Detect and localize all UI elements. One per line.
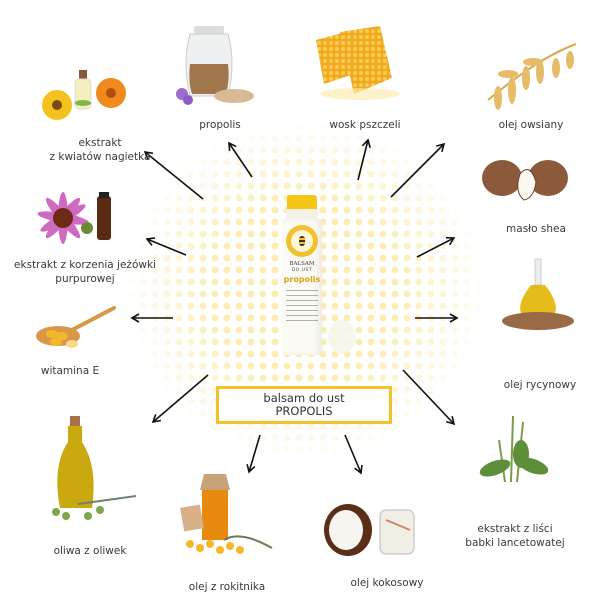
label-babka: ekstrakt z liści babki lancetowatej <box>465 523 565 549</box>
center-title-line1: balsam do ust <box>263 391 345 405</box>
arrow-shea <box>416 236 456 258</box>
label-nagietek: ekstrakt z kwiatów nagietka <box>49 137 151 163</box>
arrow-wosk <box>357 138 371 181</box>
oat-icon <box>487 43 577 110</box>
product-brand-line2: DO UST <box>291 268 313 273</box>
arrow-kokos <box>344 434 363 475</box>
propolis-jar-icon <box>176 26 254 105</box>
arrow-oliwa <box>151 374 209 424</box>
label-rokitnik: olej z rokitnika <box>188 581 266 593</box>
center-title-line2: PROPOLIS <box>275 404 333 418</box>
sea-buckthorn-icon <box>180 474 273 554</box>
balm-cap <box>328 320 356 354</box>
arrow-rokitnik <box>246 434 261 474</box>
plantain-icon <box>479 415 549 483</box>
arrow-jezowka <box>145 237 187 256</box>
center-title-box: balsam do ust PROPOLIS <box>216 386 392 424</box>
label-owies: olej owsiany <box>498 119 564 131</box>
arrow-babka <box>402 369 456 426</box>
castor-oil-icon <box>502 258 574 330</box>
label-rycynowy: olej rycynowy <box>503 379 577 391</box>
label-kokos: olej kokosowy <box>350 577 424 589</box>
label-propolis: propolis <box>199 119 241 131</box>
olive-oil-icon <box>52 416 137 520</box>
echinacea-icon <box>37 192 111 244</box>
coconut-icon <box>324 504 415 556</box>
shea-nut-icon <box>482 160 568 201</box>
label-wosk: wosk pszczeli <box>329 119 401 131</box>
product-name: propolis <box>283 275 321 284</box>
label-shea: masło shea <box>506 223 566 235</box>
product-brand-line1: BALSAM <box>289 261 315 267</box>
calendula-oil-icon <box>42 70 126 120</box>
bee-logo-icon <box>286 225 318 257</box>
lip-balm-product: BALSAM DO UST propolis <box>282 195 322 355</box>
arrow-nagietek <box>143 150 204 200</box>
label-witaminaE: witamina E <box>40 365 100 377</box>
product-ingredients-text <box>286 290 318 324</box>
honeycomb-icon <box>316 26 400 100</box>
arrow-propolis <box>228 141 253 178</box>
label-jezowka: ekstrakt z korzenia jeżówki purpurowej <box>14 259 156 285</box>
arrow-owies <box>390 142 446 198</box>
balm-stick <box>287 195 317 209</box>
vitamin-e-spoon-icon <box>36 306 116 348</box>
label-oliwa: oliwa z oliwek <box>53 545 127 557</box>
